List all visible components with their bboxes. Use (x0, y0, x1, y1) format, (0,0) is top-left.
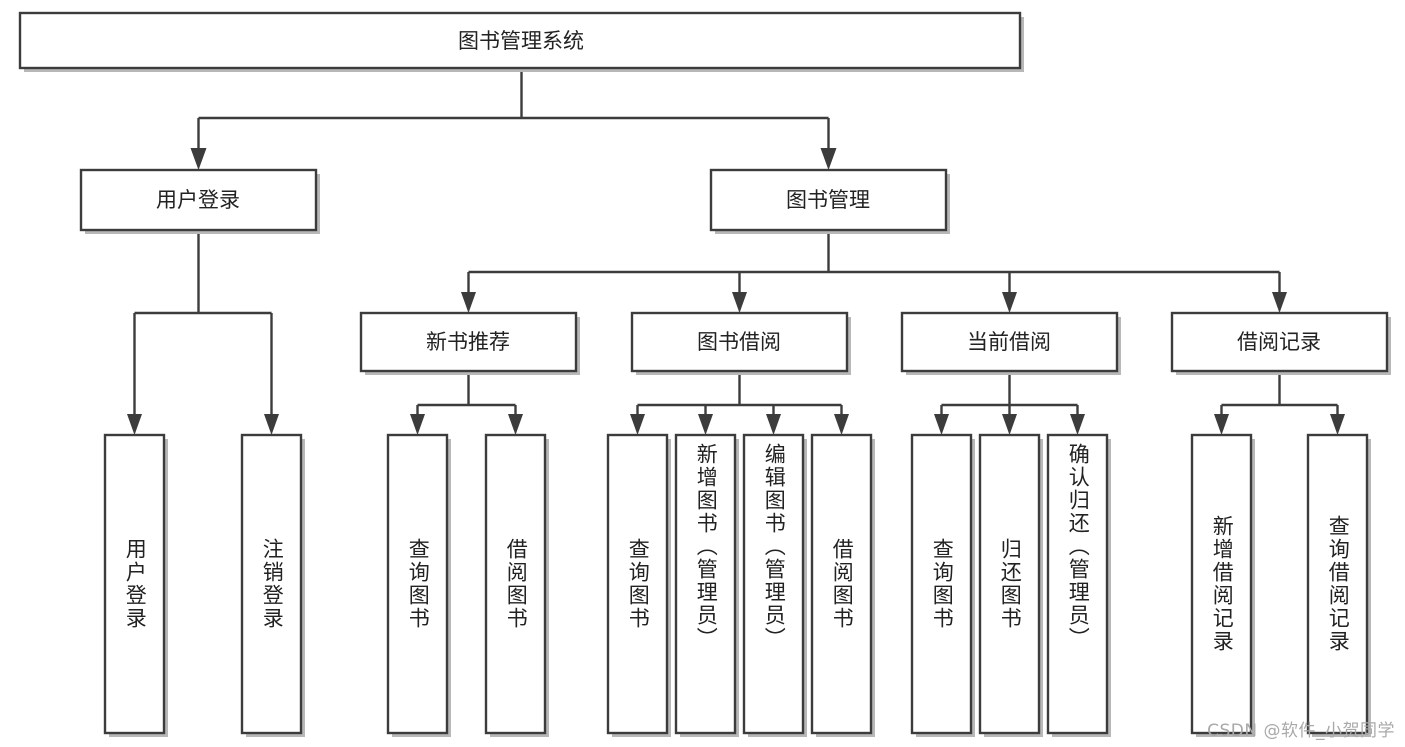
arrowhead-book-manage (820, 148, 837, 170)
arrowhead-leaf-query-book-1 (410, 414, 425, 435)
arrowhead-leaf-return-book (1002, 414, 1017, 435)
node-label-new-book-rec: 新书推荐 (426, 330, 510, 354)
arrowhead-leaf-edit-book (766, 414, 781, 435)
leaf-box-confirm-return[interactable] (1046, 433, 1109, 735)
node-box-new-book-rec[interactable] (359, 311, 578, 373)
arrowhead-leaf-borrow-book-1 (508, 414, 523, 435)
node-label-book-manage: 图书管理 (786, 188, 870, 212)
node-label-book-borrow: 图书借阅 (697, 330, 781, 354)
leaf-box-borrow-book-2[interactable] (810, 433, 873, 735)
watermark-text: CSDN @软件_小贺同学 (1207, 721, 1395, 741)
arrowhead-leaf-logout (264, 414, 279, 435)
node-layer: 图书管理系统 用户登录 图书管理 新书推荐 图书借阅 当前借阅 借阅记录 (18, 11, 1391, 737)
leaf-box-query-book-3[interactable] (910, 433, 973, 735)
leaf-box-return-book[interactable] (978, 433, 1041, 735)
arrowhead-user-login (190, 148, 207, 170)
connector-layer (127, 68, 1345, 435)
leaf-box-query-book-1[interactable] (386, 433, 449, 735)
arrowhead-leaf-add-book (698, 414, 713, 435)
arrowhead-book-borrow (732, 292, 747, 313)
arrowhead-current-borrow (1002, 292, 1017, 313)
arrowhead-leaf-confirm-return (1070, 414, 1085, 435)
node-label-user-login: 用户登录 (156, 188, 240, 212)
leaf-box-add-record[interactable] (1190, 433, 1253, 735)
arrowhead-leaf-query-book-2 (630, 414, 645, 435)
arrowhead-leaf-user-login (127, 414, 142, 435)
node-box-borrow-record[interactable] (1170, 311, 1389, 373)
root-node-label: 图书管理系统 (458, 29, 584, 53)
leaf-box-add-book[interactable] (674, 433, 737, 735)
leaf-box-user-login[interactable] (103, 433, 166, 735)
arrowhead-new-book-rec (461, 292, 476, 313)
node-box-user-login[interactable] (79, 168, 318, 232)
arrowhead-leaf-borrow-book-2 (834, 414, 849, 435)
node-box-current-borrow[interactable] (900, 311, 1119, 373)
leaf-box-logout[interactable] (240, 433, 303, 735)
arrowhead-borrow-record (1272, 292, 1287, 313)
arrowhead-leaf-query-record (1330, 414, 1345, 435)
leaf-box-edit-book[interactable] (742, 433, 805, 735)
leaf-box-query-book-2[interactable] (606, 433, 669, 735)
leaf-box-borrow-book-1[interactable] (484, 433, 547, 735)
node-label-borrow-record: 借阅记录 (1237, 330, 1321, 354)
leaf-box-query-record[interactable] (1306, 433, 1369, 735)
node-label-current-borrow: 当前借阅 (967, 330, 1051, 354)
arrowhead-leaf-add-record (1214, 414, 1229, 435)
node-box-book-manage[interactable] (709, 168, 948, 232)
arrowhead-leaf-query-book-3 (934, 414, 949, 435)
root-node-box[interactable] (18, 11, 1022, 70)
node-box-book-borrow[interactable] (630, 311, 849, 373)
